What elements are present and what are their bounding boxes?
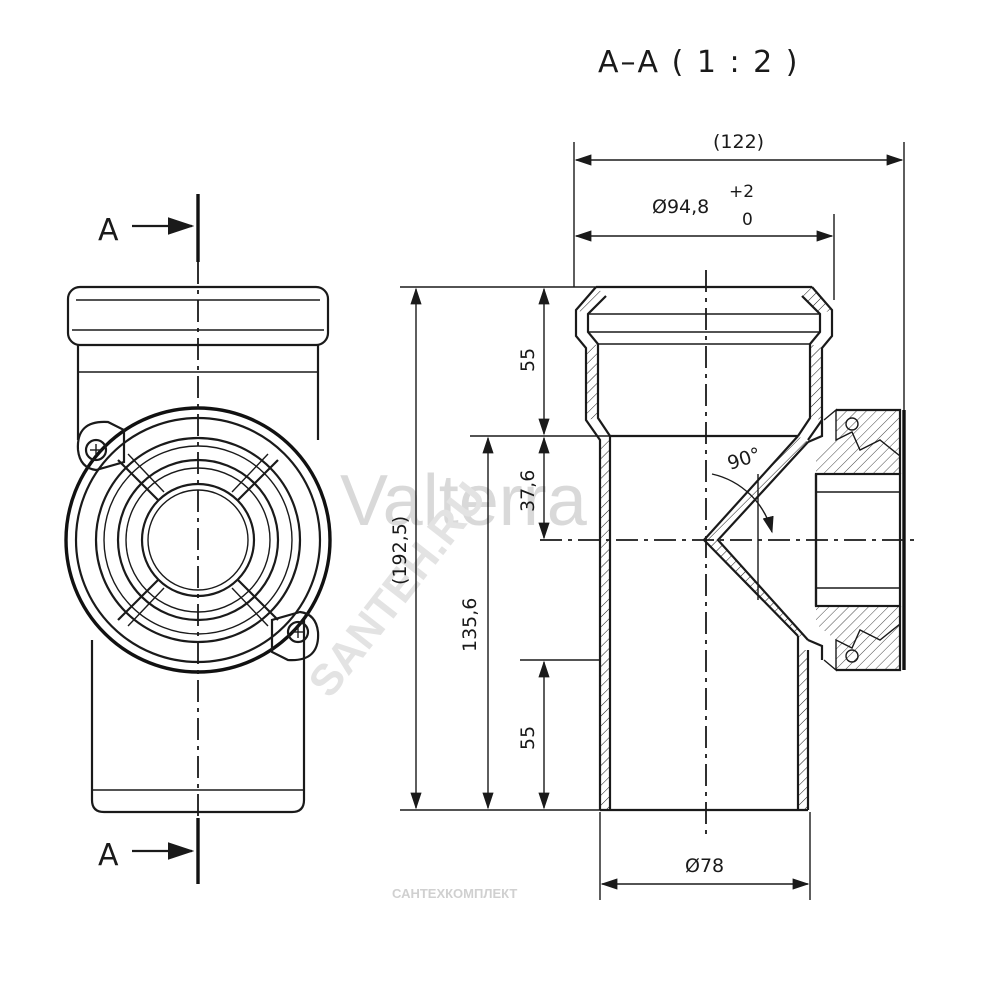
svg-text:A: A: [98, 838, 119, 873]
screw-icon: [270, 610, 320, 662]
total-height-label: (192,5): [389, 516, 411, 585]
overall-width-label: (122): [713, 131, 764, 153]
screw-icon: [76, 420, 126, 472]
socket-tolerance-upper: +2: [729, 182, 754, 202]
socket-tolerance-lower: 0: [742, 210, 753, 230]
socket-diameter-label: Ø94,8: [652, 196, 709, 218]
offset-top-label: 37,6: [517, 470, 539, 512]
section-marker-top: A: [98, 194, 200, 262]
section-view: 90°: [540, 270, 918, 835]
dimensions: (122) Ø94,8 +2 0 (192,5) 135,6 55 37,6 5…: [389, 131, 905, 900]
watermark-company: САНТЕХКОМПЛЕКТ: [392, 886, 517, 901]
front-view: [64, 262, 332, 822]
section-marker-bottom: A: [98, 818, 200, 884]
angle-label: 90°: [725, 443, 764, 474]
spigot-length-label: 55: [517, 726, 539, 750]
section-title: A–A ( 1 : 2 ): [598, 45, 799, 80]
socket-depth-top-label: 55: [517, 348, 539, 372]
svg-text:A: A: [98, 213, 119, 248]
pipe-diameter-label: Ø78: [685, 855, 724, 877]
height-to-branch-label: 135,6: [459, 598, 481, 652]
